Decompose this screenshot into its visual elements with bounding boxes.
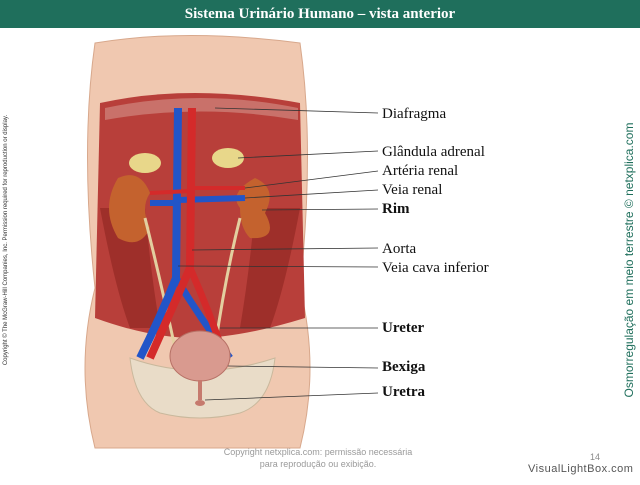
page-number: 14 [590,452,601,462]
leader-lines [177,107,379,401]
footer-copyright: Copyright netxplica.com: permissão neces… [223,447,413,469]
title-bar: Sistema Urinário Humano – vista anterior [0,0,640,28]
leader-aorta [191,247,379,251]
anatomy-illustration [84,35,379,449]
label-veia-renal: Veia renal [382,182,443,198]
leader-rim [261,208,379,211]
leader-uretra [204,392,379,401]
leader-veia-cava [177,265,379,268]
label-rim: Rim [382,201,410,217]
label-ureter: Ureter [382,320,425,336]
anatomy-figure: Diafragma Glândula adrenal Artéria renal… [0,28,640,480]
leader-diafragma [214,107,379,114]
watermark: VisualLightBox.com [528,463,634,475]
slide-title: Sistema Urinário Humano – vista anterior [184,5,456,22]
leader-bexiga [227,365,379,369]
copyright-vertical: Copyright © The McGraw-Hill Companies, I… [3,114,9,366]
ureter-left [143,217,177,349]
label-uretra: Uretra [382,384,426,400]
leader-arteria [244,170,379,189]
renal-artery-left [149,189,191,195]
label-veia-cava-inferior: Veia cava inferior [382,260,489,276]
label-glandula-adrenal: Glândula adrenal [382,144,485,160]
label-diafragma: Diafragma [382,106,447,122]
adrenal-right [212,148,244,168]
urethra-opening [195,400,205,406]
bladder [169,330,231,382]
diaphragm [105,98,298,120]
muscle-left [100,208,160,328]
kidney-right [236,178,270,239]
leader-glandula [237,150,379,159]
kidney-left [109,175,150,243]
label-aorta: Aorta [382,241,417,257]
credit-vertical: Osmorregulação em meio terrestre © netxp… [622,122,636,398]
adrenal-left [129,153,161,173]
label-arteria-renal: Artéria renal [382,163,459,179]
label-bexiga: Bexiga [382,359,426,375]
leader-veia-renal [244,189,379,199]
